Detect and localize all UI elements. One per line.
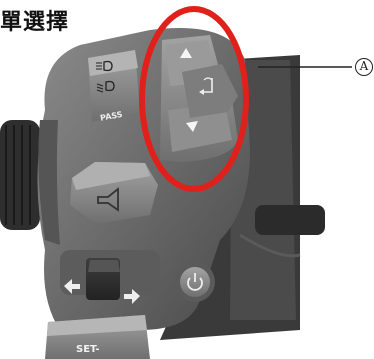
highlight-ring <box>139 6 249 192</box>
set-button[interactable] <box>45 315 150 359</box>
arrow-left-icon <box>64 279 80 294</box>
down-button[interactable] <box>168 104 232 152</box>
page-title: 單選擇 <box>0 10 70 35</box>
horn-icon <box>97 187 119 212</box>
triangle-down-icon <box>186 121 198 132</box>
handlebar-grip <box>0 120 40 230</box>
turn-signal-switch[interactable] <box>60 250 160 304</box>
headlight-low-icon <box>96 80 115 93</box>
set-label: SET- <box>76 344 100 355</box>
horn-button[interactable] <box>70 162 158 224</box>
back-button[interactable] <box>182 64 238 118</box>
headlight-high-icon <box>96 60 113 72</box>
power-button[interactable] <box>175 262 215 302</box>
triangle-up-icon <box>180 48 192 58</box>
return-icon <box>199 77 213 95</box>
pass-label: PASS <box>99 110 123 123</box>
arrow-right-icon <box>124 289 140 304</box>
callout-a: A <box>355 58 373 76</box>
power-icon <box>187 273 203 291</box>
